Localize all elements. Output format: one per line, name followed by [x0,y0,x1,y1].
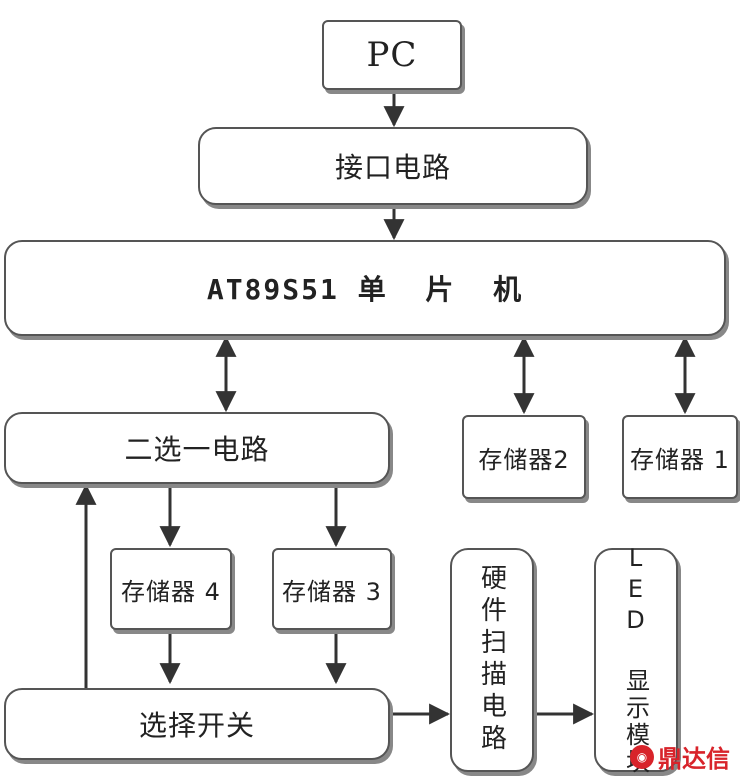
memory-2-box: 存储器2 [462,415,586,499]
select-switch-label: 选择开关 [138,709,255,742]
memory-4-label: 存储器 4 [121,577,221,606]
memory-4-box: 存储器 4 [110,548,232,630]
pc-label: PC [366,35,418,75]
memory-2-label: 存储器2 [478,445,570,474]
memory-3-box: 存储器 3 [272,548,392,630]
memory-1-label: 存储器 1 [630,445,730,474]
interface-circuit-label: 接口电路 [334,151,451,184]
led-display-module-label: LED 显示模块 [621,544,650,776]
pc-box: PC [322,20,462,90]
watermark-text: 鼎达信 [658,745,730,773]
watermark-logo-icon: ◉ [630,744,654,769]
mcu-box: AT89S51 单 片 机 [4,240,726,336]
memory-3-label: 存储器 3 [282,577,382,606]
mcu-label: AT89S51 单 片 机 [206,273,524,306]
mux-circuit-label: 二选一电路 [124,433,270,466]
led-display-module-box: LED 显示模块 [594,544,678,776]
memory-1-box: 存储器 1 [622,415,738,499]
mux-circuit-box: 二选一电路 [4,412,390,484]
interface-circuit-box: 接口电路 [198,127,588,205]
select-switch-box: 选择开关 [4,688,390,760]
hardware-scan-circuit-box: 硬件扫描电路 [450,548,534,772]
hardware-scan-circuit-label: 硬件扫描电路 [476,564,507,756]
watermark: ◉ 鼎达信 [630,739,730,774]
